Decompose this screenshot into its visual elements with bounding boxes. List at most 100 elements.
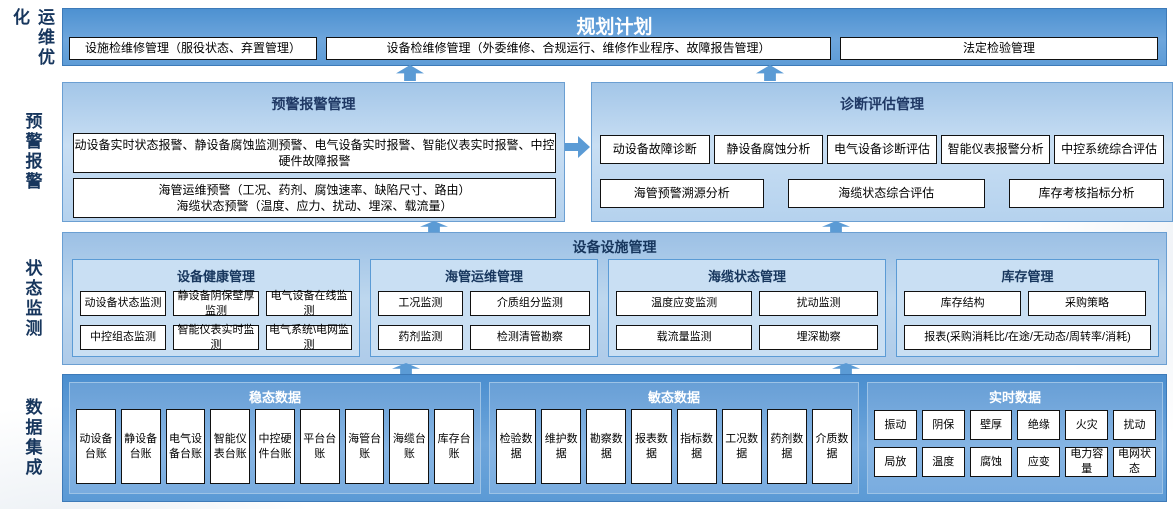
layer-label-early-warning: 预警报警 <box>22 112 42 192</box>
rt-disturbance: 扰动 <box>1113 410 1156 440</box>
group-row: 报表(采购消耗比/在途/无动态/周转率/消耗) <box>904 325 1151 350</box>
item-medium-composition-monitor: 介质组分监测 <box>469 291 590 316</box>
diagnosis-item-central-control: 中控系统综合评估 <box>1054 135 1164 164</box>
planning-item-statutory-inspection: 法定检验管理 <box>840 37 1158 60</box>
group-title: 设备健康管理 <box>176 269 255 284</box>
ledger-subsea-cable: 海缆台账 <box>389 409 430 484</box>
item-inventory-structure: 库存结构 <box>904 291 1022 316</box>
up-arrow-icon <box>822 221 850 232</box>
up-arrow-icon <box>420 221 448 232</box>
ledger-inventory: 库存台账 <box>434 409 475 484</box>
diagnosis-item-electrical-eval: 电气设备诊断评估 <box>827 135 937 164</box>
alarm-pipeline-cable-box: 海管运维预警（工况、药剂、腐蚀速率、缺陷尺寸、路由） 海缆状态预警（温度、应力、… <box>73 178 556 218</box>
realtime-row1: 振动 阴保 壁厚 绝缘 火灾 扰动 <box>874 410 1156 440</box>
planning-item-equipment-maintenance: 设备检维修管理（外委维修、合规运行、维修作业程序、故障报告管理） <box>326 37 831 60</box>
diagnosis-item-pipeline-trace: 海管预警溯源分析 <box>600 179 764 208</box>
alarm-realtime-box: 动设备实时状态报警、静设备腐蚀监测预警、电气设备实时报警、智能仪表实时报警、中控… <box>73 133 556 173</box>
item-temp-strain-monitor: 温度应变监测 <box>616 291 753 316</box>
data-indicator: 指标数据 <box>676 409 717 484</box>
ledger-electrical-equipment: 电气设备台账 <box>165 409 206 484</box>
rt-strain: 应变 <box>1017 447 1061 477</box>
realtime-data-panel: 实时数据 振动 阴保 壁厚 绝缘 火灾 扰动 局放 温度 腐蚀 应变 电力容量 … <box>867 382 1163 494</box>
group-equipment-health: 设备健康管理 动设备状态监测 静设备阴保壁厚监测 电气设备在线监测 中控组态监测… <box>72 259 360 357</box>
group-pipeline-om: 海管运维管理 工况监测 介质组分监测 药剂监测 检测清管勘察 <box>370 259 598 357</box>
diagnosis-item-rotating-fault: 动设备故障诊断 <box>600 135 710 164</box>
planning-items-row: 设施检维修管理（服役状态、弃置管理） 设备检维修管理（外委维修、合规运行、维修作… <box>69 37 1158 60</box>
rt-corrosion: 腐蚀 <box>969 447 1013 477</box>
diagnosis-item-smart-meter: 智能仪表报警分析 <box>940 135 1051 164</box>
item-rotating-status-monitor: 动设备状态监测 <box>80 291 166 316</box>
group-row: 工况监测 介质组分监测 <box>378 291 590 316</box>
item-working-condition-monitor: 工况监测 <box>378 291 463 316</box>
group-row: 库存结构 采购策略 <box>904 291 1151 316</box>
group-row: 温度应变监测 扰动监测 <box>616 291 878 316</box>
ledger-smart-meter: 智能仪表台账 <box>210 409 251 484</box>
facility-band-title: 设备设施管理 <box>572 239 657 255</box>
layer-label-operation-optimization: 运维优化 <box>10 8 54 68</box>
agile-data-panel: 敏态数据 检验数据 维护数据 勘察数据 报表数据 指标数据 工况数据 药剂数据 … <box>489 382 859 494</box>
diagnosis-evaluation-panel: 诊断评估管理 动设备故障诊断 静设备腐蚀分析 电气设备诊断评估 智能仪表报警分析… <box>591 82 1173 222</box>
group-title: 库存管理 <box>1001 269 1054 284</box>
alarm-panel-title: 预警报警管理 <box>271 96 356 112</box>
ledger-subsea-pipeline: 海管台账 <box>344 409 385 484</box>
steady-data-panel: 稳态数据 动设备台账 静设备台账 电气设备台账 智能仪表台账 中控硬件台账 平台… <box>69 382 481 494</box>
item-disturbance-monitor: 扰动监测 <box>759 291 878 316</box>
item-chemical-monitor: 药剂监测 <box>378 325 463 350</box>
group-title: 海管运维管理 <box>444 269 523 284</box>
rt-fire: 火灾 <box>1065 410 1109 440</box>
rt-power-capacity: 电力容量 <box>1065 447 1109 477</box>
up-arrow-icon <box>756 65 784 81</box>
realtime-data-title: 实时数据 <box>988 390 1041 405</box>
up-arrow-icon <box>832 363 860 374</box>
rt-grid-status: 电网状态 <box>1113 447 1156 477</box>
diagnosis-panel-title: 诊断评估管理 <box>840 96 924 112</box>
rt-insulation: 绝缘 <box>1017 410 1061 440</box>
group-row: 动设备状态监测 静设备阴保壁厚监测 电气设备在线监测 <box>80 290 352 317</box>
diagnosis-row1: 动设备故障诊断 静设备腐蚀分析 电气设备诊断评估 智能仪表报警分析 中控系统综合… <box>600 135 1164 164</box>
right-arrow-icon <box>565 136 590 158</box>
diagnosis-row2: 海管预警溯源分析 海缆状态综合评估 库存考核指标分析 <box>600 179 1164 208</box>
planning-item-facility-maintenance: 设施检维修管理（服役状态、弃置管理） <box>69 37 317 60</box>
item-central-config-monitor: 中控组态监测 <box>80 325 166 350</box>
data-chemical: 药剂数据 <box>766 409 807 484</box>
item-inventory-report: 报表(采购消耗比/在途/无动态/周转率/消耗) <box>904 325 1151 350</box>
diagnosis-item-inventory-kpi: 库存考核指标分析 <box>1008 179 1164 208</box>
item-electrical-online-monitor: 电气设备在线监测 <box>266 290 352 317</box>
rt-temperature: 温度 <box>921 447 965 477</box>
planning-title: 规划计划 <box>576 17 653 38</box>
item-smart-meter-realtime: 智能仪表实时监测 <box>173 324 259 351</box>
data-integration-band: 稳态数据 动设备台账 静设备台账 电气设备台账 智能仪表台账 中控硬件台账 平台… <box>62 374 1167 502</box>
realtime-row2: 局放 温度 腐蚀 应变 电力容量 电网状态 <box>874 447 1156 477</box>
group-cable-status: 海缆状态管理 温度应变监测 扰动监测 载流量监测 埋深勘察 <box>608 259 886 357</box>
facility-groups-row: 设备健康管理 动设备状态监测 静设备阴保壁厚监测 电气设备在线监测 中控组态监测… <box>72 259 1159 357</box>
group-row: 药剂监测 检测清管勘察 <box>378 325 590 350</box>
agile-data-title: 敏态数据 <box>647 390 700 405</box>
data-working-condition: 工况数据 <box>721 409 762 484</box>
rt-wall-thickness: 壁厚 <box>969 410 1013 440</box>
group-title: 海缆状态管理 <box>707 269 786 284</box>
facility-management-band: 设备设施管理 设备健康管理 动设备状态监测 静设备阴保壁厚监测 电气设备在线监测… <box>62 232 1167 365</box>
up-arrow-icon <box>392 363 420 374</box>
alarm-management-panel: 预警报警管理 动设备实时状态报警、静设备腐蚀监测预警、电气设备实时报警、智能仪表… <box>62 82 565 222</box>
rt-cathodic-protection: 阴保 <box>921 410 965 440</box>
data-survey: 勘察数据 <box>586 409 627 484</box>
item-pigging-survey: 检测清管勘察 <box>469 325 590 350</box>
diagnosis-item-static-corrosion: 静设备腐蚀分析 <box>713 135 824 164</box>
rt-partial-discharge: 局放 <box>874 447 917 477</box>
group-inventory: 库存管理 库存结构 采购策略 报表(采购消耗比/在途/无动态/周转率/消耗) <box>896 259 1159 357</box>
ledger-static-equipment: 静设备台账 <box>120 409 161 484</box>
ledger-platform: 平台台账 <box>299 409 340 484</box>
diagnosis-item-cable-eval: 海缆状态综合评估 <box>787 179 985 208</box>
group-row: 中控组态监测 智能仪表实时监测 电气系统\电网监测 <box>80 324 352 351</box>
item-static-cp-thickness: 静设备阴保壁厚监测 <box>173 290 259 317</box>
data-inspection: 检验数据 <box>496 409 537 484</box>
steady-data-title: 稳态数据 <box>248 390 301 405</box>
layer-label-status-monitoring: 状态监测 <box>22 258 42 339</box>
data-medium: 介质数据 <box>811 409 852 484</box>
item-current-capacity-monitor: 载流量监测 <box>616 325 753 350</box>
item-procurement-strategy: 采购策略 <box>1028 291 1146 316</box>
layer-label-data-integration: 数据集成 <box>22 398 42 478</box>
ledger-central-hardware: 中控硬件台账 <box>255 409 295 484</box>
item-burial-depth-survey: 埋深勘察 <box>759 325 878 350</box>
